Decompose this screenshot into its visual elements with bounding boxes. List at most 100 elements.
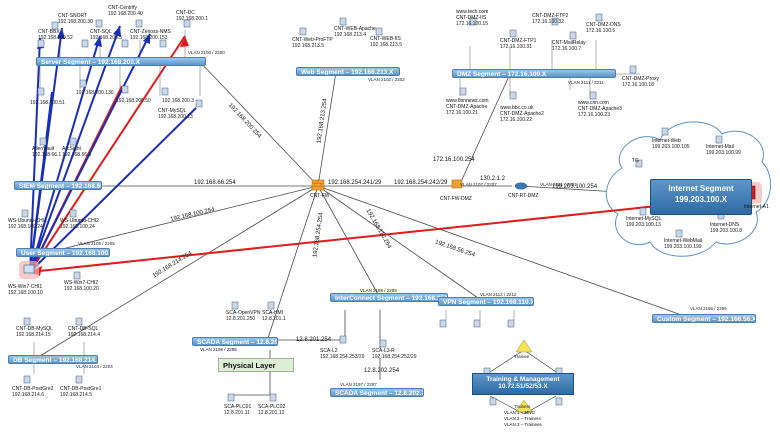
vlan-custom: VLAN 2156 / 2256 [690, 306, 727, 311]
node-cnt-s51[interactable]: 192.168.200.51 [30, 100, 65, 106]
computer-icon [231, 301, 239, 310]
vpn-links [445, 310, 515, 320]
computer-icon [299, 27, 307, 36]
custom-segment-bar: Custom Segment – 192.168.56.X [652, 314, 756, 323]
computer-icon [79, 79, 87, 88]
backbone-links [39, 61, 691, 396]
computer-icon [509, 91, 517, 100]
internet-segment-box: Internet Segment 199.203.100.X [650, 179, 752, 215]
web-segment-bar: Web Segment – 192.168.213.X [296, 67, 400, 76]
computer-icon [507, 319, 515, 328]
vlan-user: VLAN 2105 / 2205 [78, 241, 115, 246]
link-fw-user [49, 185, 319, 253]
computer-icon [227, 393, 235, 402]
link-fw-server [199, 61, 319, 187]
link-fw-db [39, 185, 319, 357]
computer-icon [75, 375, 83, 384]
node-cnt-s50[interactable]: 192.168.200.50 [116, 98, 151, 104]
computer-icon [629, 65, 637, 74]
computer-icon [95, 19, 103, 28]
vlan-dmzfw: VLAN 2107 / 2207 [460, 182, 497, 187]
computer-icon [489, 397, 497, 406]
computer-icon [639, 207, 647, 216]
training-vlan-1: VLAN 1 – MNG [504, 410, 536, 415]
link-fw-vpn [317, 185, 479, 299]
node-cnt-fw-dmz[interactable]: CNT-FW-DMZ [440, 196, 472, 202]
computer-icon [375, 27, 383, 36]
computer-icon [509, 29, 517, 38]
training-box: Training & Management 10.72.51/52/53.X [472, 373, 574, 395]
computer-icon [39, 137, 47, 146]
vlan-scada-b: VLAN 2197 / 2297 [340, 382, 377, 387]
label-fw-node: CNT-FW [310, 193, 330, 199]
computer-icon [159, 39, 167, 48]
computer-icon [595, 13, 603, 22]
node-cnt-s130[interactable]: 192.168.200.130 [76, 90, 114, 96]
node-cnt-rt-dmz[interactable]: CNT-RT-DMZ [508, 193, 539, 199]
db-segment-bar: DB Segment – 192.168.214.X [8, 355, 98, 364]
computer-icon [69, 137, 77, 146]
computer-icon [439, 319, 447, 328]
computer-icon [469, 17, 477, 26]
computer-icon [379, 339, 387, 348]
node-cnt-s3[interactable]: 192.168.200.3 [162, 98, 194, 104]
label-fw-custom: 192.168.56.254 [434, 239, 476, 259]
trainee-icon [515, 339, 533, 353]
computer-icon [339, 17, 347, 26]
computer-icon [81, 39, 89, 48]
internet-segment-title: Internet Segment [668, 184, 734, 193]
dmz-firewall-icon [451, 179, 463, 189]
computer-icon [161, 87, 169, 96]
node-tg[interactable]: TG [632, 158, 639, 164]
node-inet-attacker[interactable]: Internet-A1 [744, 204, 769, 210]
vlan-scada-a: VLAN 2198 / 2298 [200, 347, 237, 352]
vpn-segment-bar: VPN Segment – 192.168.110.X [438, 297, 534, 306]
computer-icon [37, 87, 45, 96]
computer-icon [121, 85, 129, 94]
computer-icon [555, 397, 563, 406]
training-title: Training & Management [486, 376, 560, 383]
router-icon [514, 182, 528, 190]
vlan-vpn: VLAN 2112 / 2212 [480, 292, 517, 297]
